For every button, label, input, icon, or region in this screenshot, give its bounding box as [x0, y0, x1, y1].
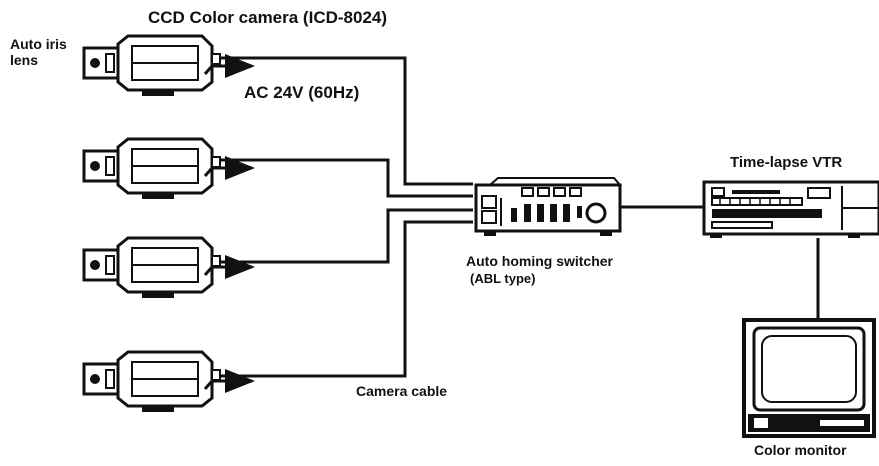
vtr-label: Time-lapse VTR: [730, 154, 843, 171]
ac-power-label: AC 24V (60Hz): [244, 83, 360, 102]
color-monitor-label: Color monitor: [754, 442, 847, 458]
color-monitor: [742, 318, 876, 438]
camera-4: [82, 350, 222, 414]
lens-label: lens: [10, 52, 39, 68]
auto-iris-label: Auto iris: [10, 36, 67, 52]
time-lapse-vtr: [702, 180, 879, 238]
switcher-label: Auto homing switcher: [466, 253, 613, 269]
camera-1: [82, 34, 222, 98]
auto-homing-switcher: [474, 177, 623, 236]
camera-3: [82, 236, 222, 300]
camera-cables: [220, 56, 473, 378]
power-arrows: [203, 54, 255, 393]
camera-model-title: CCD Color camera (ICD-8024): [148, 8, 388, 27]
camera-cable-label: Camera cable: [356, 383, 448, 399]
camera-2: [82, 137, 222, 201]
switcher-type-label: (ABL type): [470, 271, 536, 286]
